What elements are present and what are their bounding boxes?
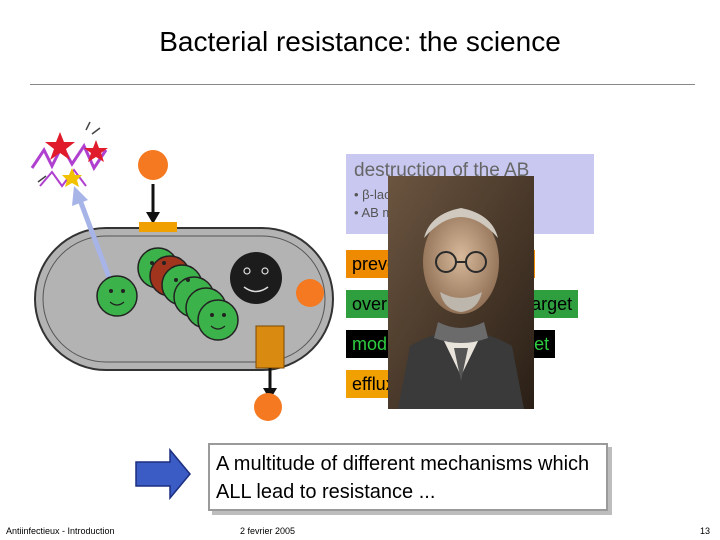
- summary-text: A multitude of different mechanisms whic…: [216, 453, 590, 503]
- footer-course-label: Antiinfectieux - Introduction: [6, 526, 115, 536]
- antibiotic-incoming: [138, 150, 168, 180]
- enzyme-faces: [109, 261, 226, 330]
- summary-box: A multitude of different mechanisms whic…: [208, 443, 608, 511]
- destroyed-antibiotic-icon: [30, 121, 108, 188]
- scientist-portrait-photo: [388, 176, 534, 409]
- target-protein: [230, 252, 282, 304]
- slide-title: Bacterial resistance: the science: [159, 26, 561, 57]
- enzyme-stack: [96, 247, 239, 341]
- portrait-image: [388, 176, 534, 409]
- cell-inner-membrane: [42, 235, 326, 363]
- footer-page-number: 13: [700, 526, 711, 536]
- title-divider: [30, 84, 695, 85]
- blocked-receptor: [139, 222, 177, 232]
- destruction-title: destruction of the AB: [354, 160, 530, 181]
- footer-date: 2 fevrier 2005: [240, 526, 296, 536]
- antibiotic-effluxed: [254, 393, 282, 421]
- antibiotic-near-target: [296, 279, 324, 307]
- summary-arrow-icon: [135, 447, 191, 501]
- efflux-pump: [255, 325, 285, 369]
